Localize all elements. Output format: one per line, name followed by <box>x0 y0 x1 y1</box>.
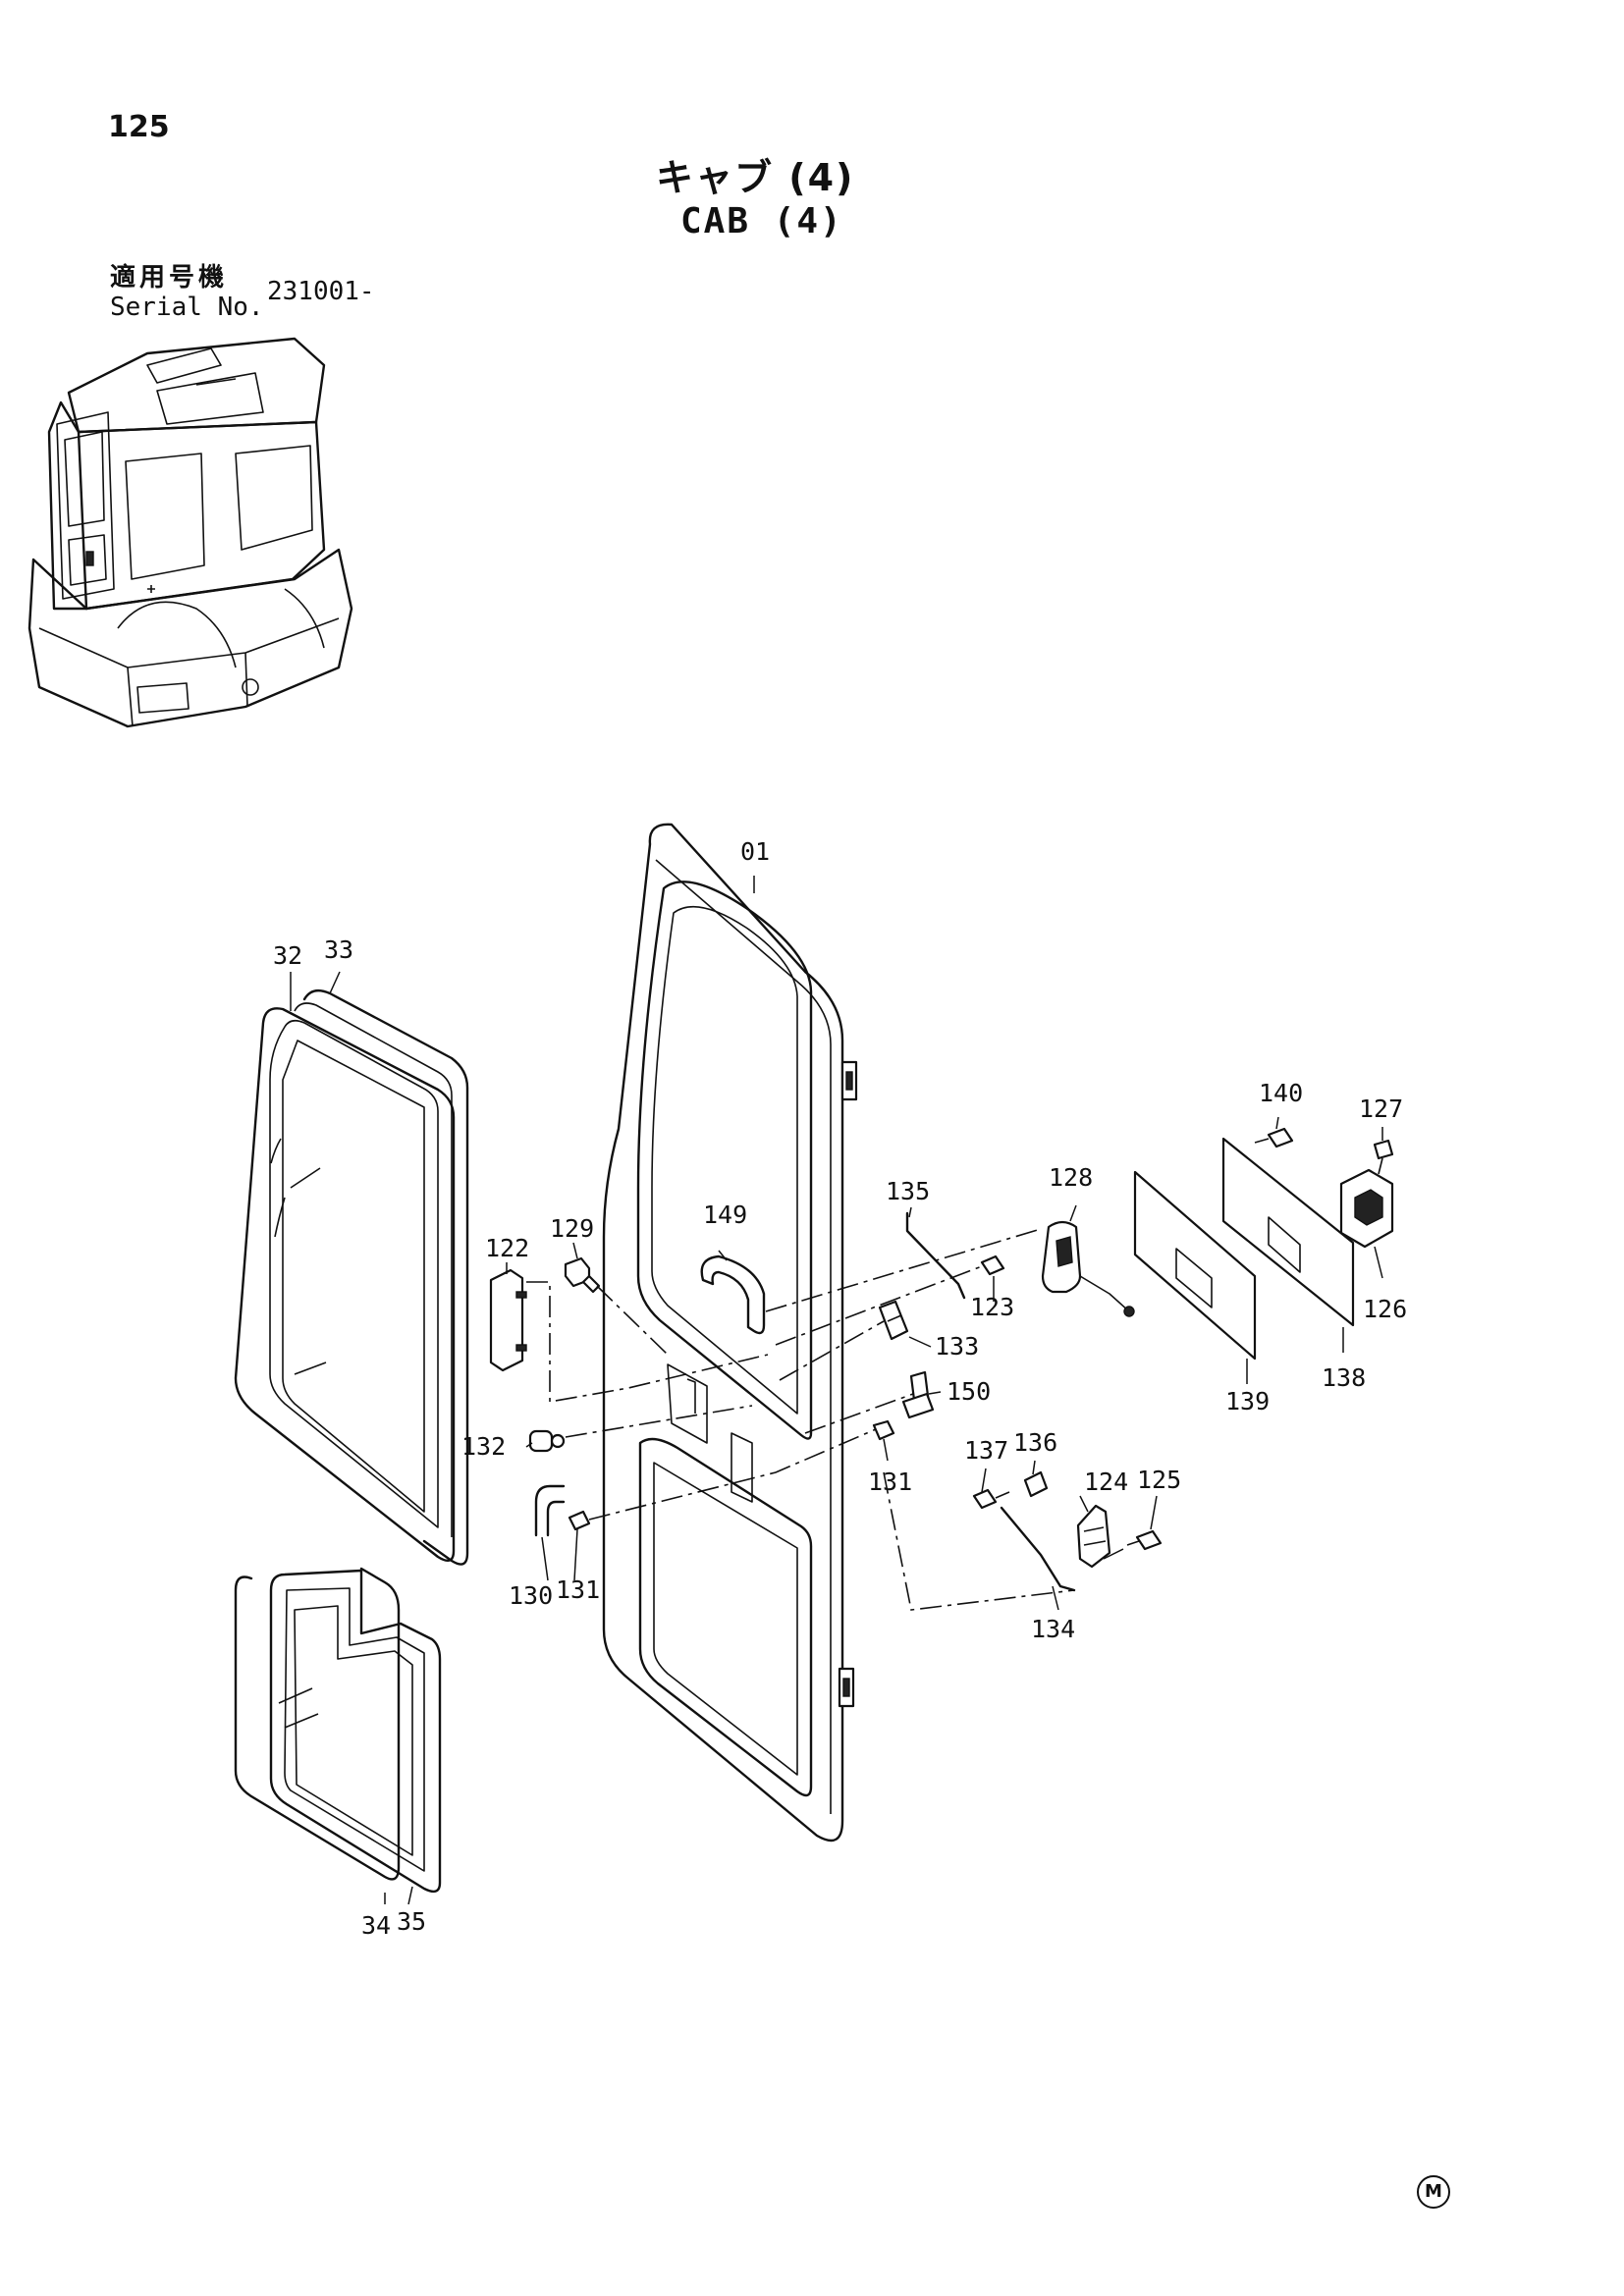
assembly-lines <box>526 1228 1075 1611</box>
serial-label-japanese: 適用号機 <box>110 263 229 293</box>
callout-122: 122 <box>485 1234 529 1262</box>
callout-127: 127 <box>1359 1095 1403 1123</box>
lower-seal-part <box>269 1569 442 1894</box>
callout-140: 140 <box>1259 1079 1303 1107</box>
title-japanese: キャブ (4) <box>656 156 855 199</box>
callout-129: 129 <box>550 1214 594 1243</box>
m-mark-symbol: M <box>1417 2175 1450 2209</box>
callout-labels: 01 32 33 34 35 122 123 124 125 126 127 1… <box>273 837 1407 1940</box>
upper-seal-part <box>269 988 469 1566</box>
cab-overview-illustration <box>27 337 353 728</box>
callout-138: 138 <box>1322 1363 1366 1392</box>
title-english: CAB (4) <box>680 201 843 241</box>
callout-149: 149 <box>703 1201 747 1229</box>
callout-01: 01 <box>740 837 770 866</box>
callout-128: 128 <box>1049 1163 1093 1192</box>
callout-150: 150 <box>947 1377 991 1406</box>
callout-33: 33 <box>324 935 353 964</box>
callout-134: 134 <box>1031 1615 1075 1643</box>
callout-139: 139 <box>1225 1387 1270 1415</box>
callout-131b: 131 <box>868 1468 912 1496</box>
callout-35: 35 <box>397 1907 426 1936</box>
callout-124: 124 <box>1084 1468 1128 1496</box>
door-frame-part <box>602 823 858 1842</box>
serial-number-value: 231001- <box>267 277 375 306</box>
leader-lines <box>290 876 1383 1905</box>
callout-135: 135 <box>886 1177 930 1205</box>
callout-130: 130 <box>509 1581 553 1610</box>
callout-123: 123 <box>970 1293 1014 1321</box>
callout-32: 32 <box>273 941 302 970</box>
page-number: 125 <box>108 110 170 144</box>
callout-136: 136 <box>1013 1428 1057 1457</box>
callout-34: 34 <box>361 1911 391 1940</box>
small-parts <box>489 1127 1394 1592</box>
callout-131: 131 <box>556 1575 600 1604</box>
upper-glass-part <box>234 1007 456 1563</box>
callout-133: 133 <box>935 1332 979 1361</box>
callout-137: 137 <box>964 1436 1008 1465</box>
serial-label-english: Serial No. <box>110 293 264 322</box>
callout-125: 125 <box>1137 1466 1181 1494</box>
callout-132: 132 <box>461 1432 506 1461</box>
callout-126: 126 <box>1363 1295 1407 1323</box>
